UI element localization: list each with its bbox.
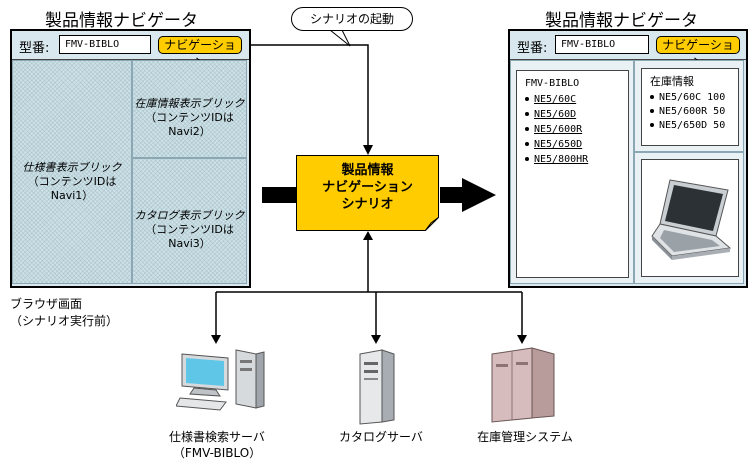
browser-caption-line2: （シナリオ実行前） [10,314,119,328]
right-stock-pane: 在庫情報 NE5/60C 100 NE5/600R 50 NE5/650D 50 [634,60,744,152]
brick-stock-text: 在庫情報表示ブリック （コンテンツIDはNavi2） [133,97,246,139]
bullet-icon [525,97,529,101]
brick-catalog-id: （コンテンツIDはNavi3） [145,223,234,250]
bullet-icon [525,127,529,131]
scenario-up-arrowhead [363,231,373,240]
product-list-heading: FMV-BIBLO [525,78,580,89]
browser-caption: ブラウザ画面 （シナリオ実行前） [10,296,118,330]
catalog-arrowhead [371,335,381,344]
brick-catalog-text: カタログ表示ブリック （コンテンツIDはNavi3） [133,209,246,251]
scenario-fold-icon [425,217,439,231]
spec-arrowhead [211,335,221,344]
bullet-icon [525,142,529,146]
browser-caption-line1: ブラウザ画面 [10,297,83,311]
scenario-line2: ナビゲーション [322,180,413,195]
launch-arrowhead [363,145,373,155]
product-link[interactable]: NE5/60D [525,108,576,121]
right-model-input[interactable]: FMV-BIBLO [555,35,649,54]
mainframe-icon [491,347,555,423]
tower-server-icon [359,349,395,425]
launch-connector [245,44,369,148]
brick-spec-id: （コンテンツIDはNavi1） [27,175,117,202]
stock-item: NE5/650D 50 [650,119,725,132]
scenario-launch-callout: シナリオの起動 [291,7,413,31]
laptop-icon [651,179,732,260]
catalog-image-box [641,159,739,277]
right-browser-title: 製品情報ナビゲータ [545,11,698,31]
stock-arrowhead [517,335,527,344]
product-link[interactable]: NE5/650D [525,138,582,151]
brick-stock-pane: 在庫情報表示ブリック （コンテンツIDはNavi2） [132,60,247,158]
brick-stock-id: （コンテンツIDはNavi2） [145,111,234,138]
bullet-icon [650,123,654,127]
product-link[interactable]: NE5/60C [525,93,576,106]
scenario-line3: シナリオ [341,197,394,212]
brick-catalog-pane: カタログ表示ブリック （コンテンツIDはNavi3） [132,158,247,284]
stock-item: NE5/60C 100 [650,91,725,104]
bullet-icon [525,112,529,116]
right-navigation-button[interactable]: ナビゲーション [656,36,740,69]
output-arrowhead [462,178,496,212]
left-browser-title: 製品情報ナビゲータ [45,11,198,31]
input-arrow-body [262,187,296,203]
right-browser-window: 型番: FMV-BIBLO ナビゲーション FMV-BIBLO NE5/60C … [508,29,748,288]
left-navigation-button[interactable]: ナビゲーション [158,36,242,69]
right-product-pane: FMV-BIBLO NE5/60C NE5/60D NE5/600R NE5/6… [510,60,634,284]
brick-catalog-title: カタログ表示ブリック [134,209,245,222]
spec-server-name: 仕様書検索サーバ [169,430,265,444]
left-model-label: 型番: [19,41,50,56]
output-arrow-body [440,187,464,203]
desktop-computer-icon [176,349,265,411]
product-link[interactable]: NE5/800HR [525,153,588,166]
brick-spec-text: 仕様書表示ブリック （コンテンツIDはNavi1） [13,161,131,203]
stock-item: NE5/600R 50 [650,105,725,118]
stock-heading: 在庫情報 [650,75,694,88]
stock-info-box: 在庫情報 NE5/60C 100 NE5/600R 50 NE5/650D 50 [641,68,739,146]
right-catalog-pane [634,152,744,284]
callout-tail [328,29,351,47]
bullet-icon [650,109,654,113]
left-browser-window: 型番: FMV-BIBLO ナビゲーション 仕様書表示ブリック （コンテンツID… [10,29,251,288]
brick-spec-title: 仕様書表示ブリック [22,161,122,174]
right-model-label: 型番: [517,41,548,56]
bullet-icon [525,157,529,161]
catalog-server-label: カタログサーバ [339,430,423,444]
product-link[interactable]: NE5/600R [525,123,582,136]
brick-spec-pane: 仕様書表示ブリック （コンテンツIDはNavi1） [12,60,132,284]
left-model-input[interactable]: FMV-BIBLO [59,35,151,54]
stock-system-label: 在庫管理システム [477,430,573,444]
scenario-line1: 製品情報 [341,163,394,178]
product-list-box: FMV-BIBLO NE5/60C NE5/60D NE5/600R NE5/6… [516,70,629,278]
bullet-icon [650,95,654,99]
brick-stock-title: 在庫情報表示ブリック [134,97,245,110]
scenario-box: 製品情報 ナビゲーション シナリオ [296,155,439,231]
spec-server-sub: （FMV-BIBLO） [172,446,262,460]
spec-server-label: 仕様書検索サーバ （FMV-BIBLO） [142,429,292,461]
